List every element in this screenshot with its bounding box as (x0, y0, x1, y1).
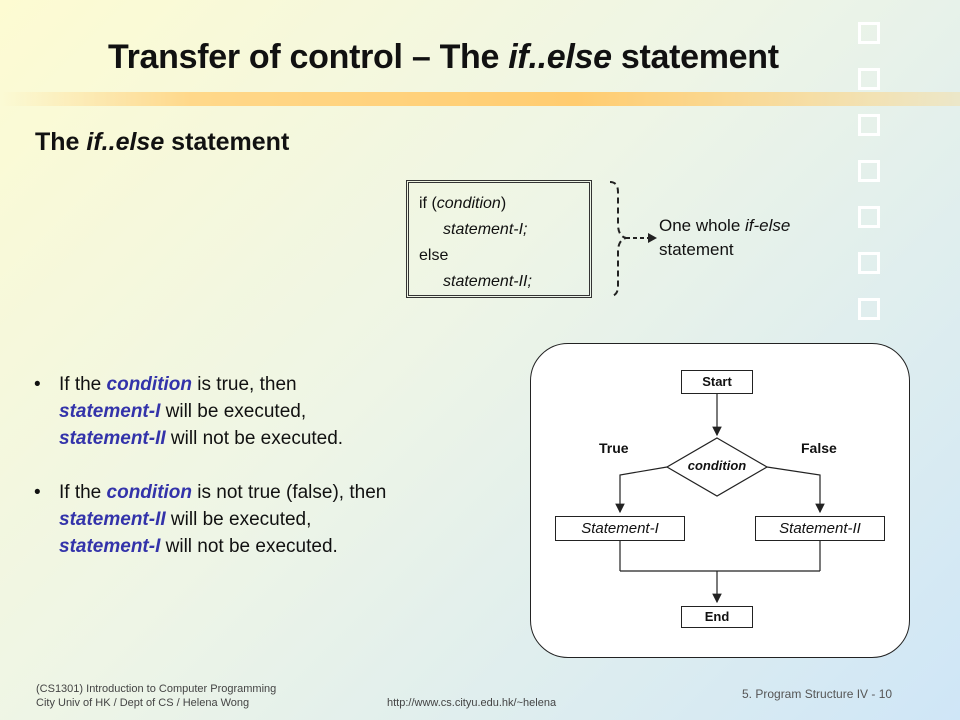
code-line-else: else (419, 247, 449, 264)
condition-diamond (665, 437, 769, 497)
arrow-head-icon (648, 233, 657, 243)
slide-title: Transfer of control – The if..else state… (108, 38, 779, 76)
footer-url: http://www.cs.cityu.edu.hk/~helena (387, 697, 557, 709)
bullet-true-case: • If the condition is true, then stateme… (34, 371, 484, 452)
whole-statement-label: One whole if-else statement (659, 216, 791, 259)
bullet-false-case: • If the condition is not true (false), … (34, 479, 484, 560)
false-label: False (801, 440, 837, 456)
edge-true-branch (615, 466, 668, 514)
statement-2-node: Statement-II (755, 516, 885, 541)
edge-false-branch (766, 466, 825, 514)
start-node: Start (681, 370, 753, 394)
bullet-dot-icon: • (34, 482, 41, 503)
deco-square (858, 252, 880, 274)
true-label: True (599, 440, 629, 456)
footer-course-info: (CS1301) Introduction to Computer Progra… (36, 682, 276, 710)
code-line-statement-2: statement-II; (443, 273, 532, 290)
deco-square (858, 160, 880, 182)
bullet-dot-icon: • (34, 374, 41, 395)
flowchart-connectors (615, 394, 825, 604)
deco-square (858, 114, 880, 136)
statement-1-node: Statement-I (555, 516, 685, 541)
condition-label: condition (687, 458, 747, 473)
code-line-if: if (condition) (419, 195, 507, 212)
dashed-brace (609, 181, 627, 297)
deco-square (858, 68, 880, 90)
code-line-statement-1: statement-I; (443, 221, 528, 238)
deco-square (858, 22, 880, 44)
brace-arrow (609, 181, 657, 297)
deco-square (858, 206, 880, 228)
footer-course: (CS1301) Introduction to Computer Progra… (36, 683, 277, 695)
section-heading: The if..else statement (35, 128, 290, 156)
flowchart-panel: Start condition True False Statement-I S… (530, 343, 910, 658)
deco-square (858, 298, 880, 320)
footer-dept: City Univ of HK / Dept of CS / Helena Wo… (36, 697, 250, 709)
code-box: if (condition) statement-I; else stateme… (406, 180, 592, 298)
end-node: End (681, 606, 753, 628)
title-underline-bar (0, 92, 960, 106)
footer-page-number: 5. Program Structure IV - 10 (742, 687, 893, 701)
